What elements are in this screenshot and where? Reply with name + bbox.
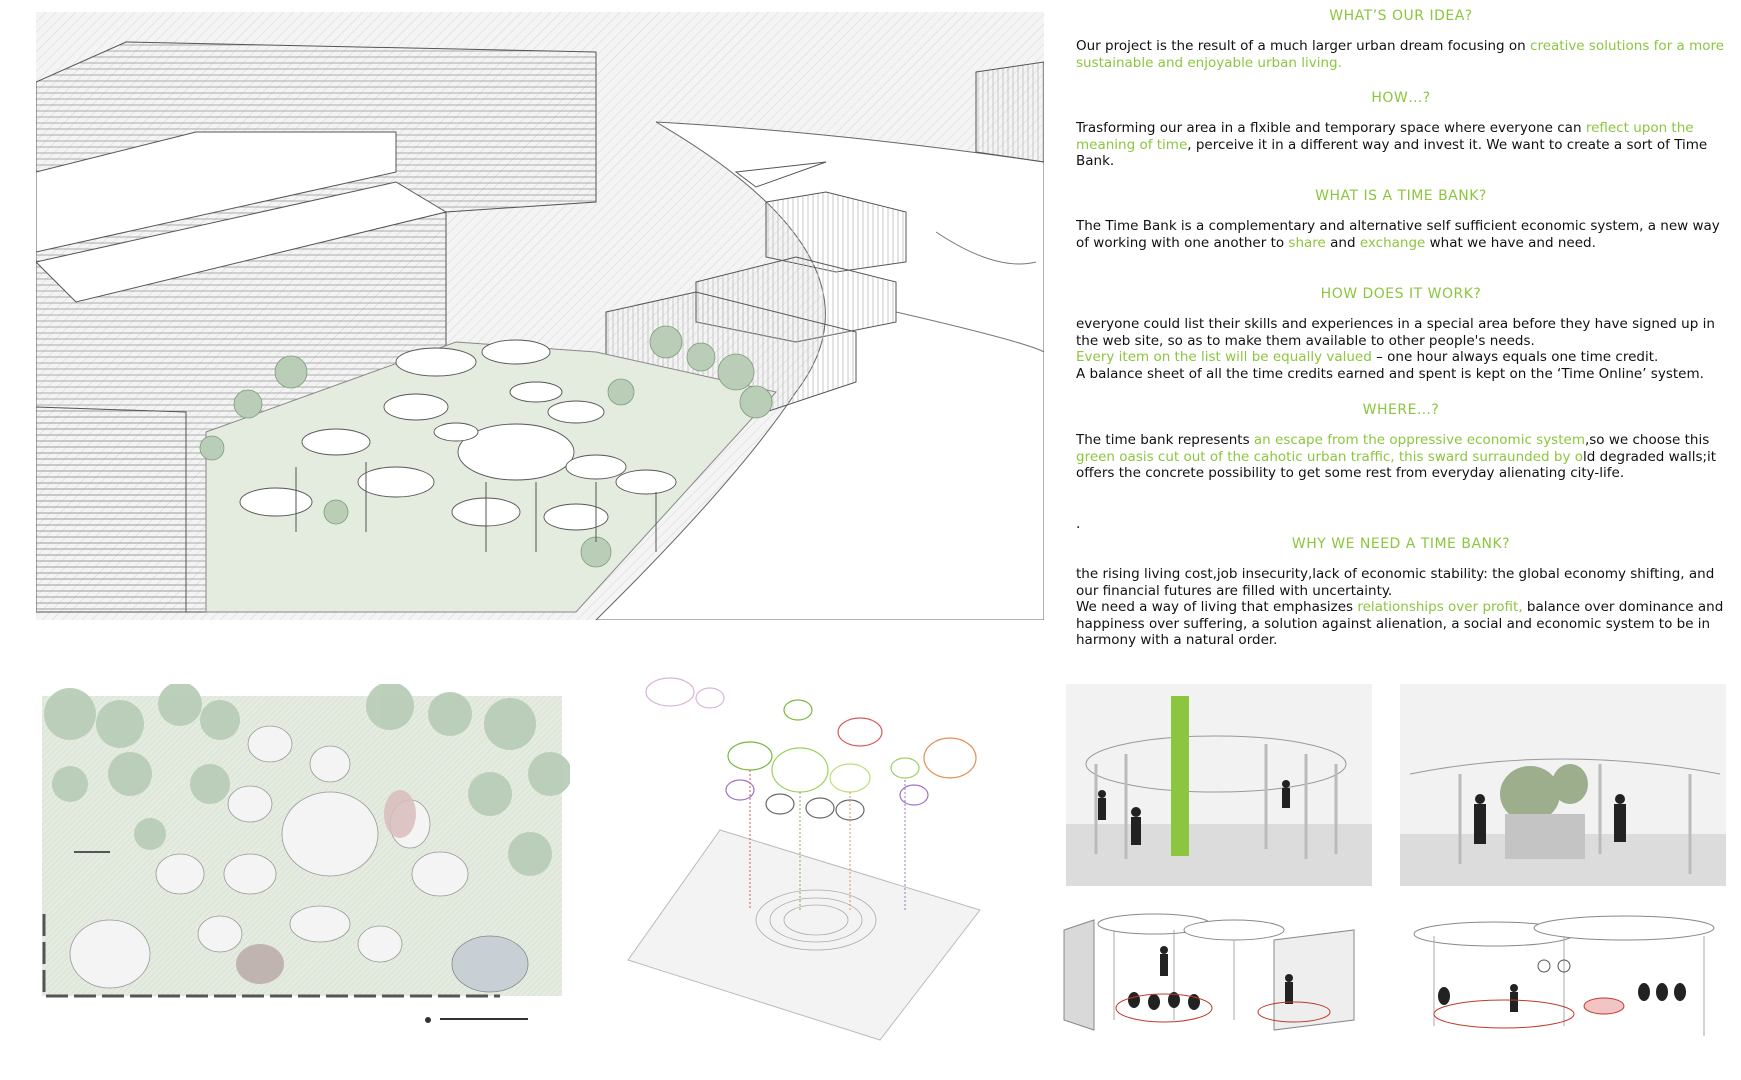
section-body: Our project is the result of a much larg… xyxy=(1076,38,1726,71)
section-heading: HOW DOES IT WORK? xyxy=(1320,286,1482,302)
section-body: The Time Bank is a complementary and alt… xyxy=(1076,218,1726,251)
scene-time-bank xyxy=(1066,684,1372,886)
section-idea: WHAT’S OUR IDEA? Our project is the resu… xyxy=(1076,8,1726,71)
body-text: the rising living cost,job insecurity,la… xyxy=(1076,566,1715,599)
highlight-text: Every item on the list will be equally v… xyxy=(1076,349,1372,365)
section-heading: HOW…? xyxy=(1371,90,1431,106)
aerial-drawing xyxy=(36,12,1044,620)
axo-drawing xyxy=(627,677,981,1041)
highlight-text: relationships over profit, xyxy=(1357,599,1523,615)
body-text: ,so we choose this xyxy=(1584,432,1710,448)
body-text: Trasforming our area in a flxible and te… xyxy=(1076,120,1586,136)
body-text: The time bank represents xyxy=(1076,432,1254,448)
scene-drawing xyxy=(1066,696,1372,886)
body-text: – one hour always equals one time credit… xyxy=(1371,349,1659,365)
aerial-perspective xyxy=(36,12,1044,620)
highlight-text: green oasis cut out of the cahotic urban… xyxy=(1076,448,1584,465)
stray-dot: . xyxy=(1076,516,1081,532)
scene-drawing xyxy=(1400,758,1726,886)
body-text: ld degraded walls;it offers the concrete… xyxy=(1076,448,1717,482)
body-text: what we have and need. xyxy=(1425,234,1596,251)
scene-gym xyxy=(1404,906,1730,1046)
body-text: The Time Bank is a complementary and alt… xyxy=(1076,218,1720,251)
body-text: and xyxy=(1325,234,1360,251)
section-body: everyone could list their skills and exp… xyxy=(1076,316,1726,382)
section-body: The time bank represents an escape from … xyxy=(1076,432,1726,482)
scene-drawing xyxy=(1413,915,1715,1036)
highlight-text: exchange xyxy=(1359,234,1426,251)
section-why: WHY WE NEED A TIME BANK? the rising livi… xyxy=(1076,536,1726,649)
section-how-work: HOW DOES IT WORK? everyone could list th… xyxy=(1076,286,1726,382)
section-where: WHERE…? The time bank represents an esca… xyxy=(1076,402,1726,482)
body-text: , perceive it in a different way and inv… xyxy=(1076,136,1708,170)
section-what-is: WHAT IS A TIME BANK? The Time Bank is a … xyxy=(1076,188,1726,251)
section-heading: WHAT IS A TIME BANK? xyxy=(1315,188,1487,204)
scene-theatre xyxy=(1054,900,1358,1040)
body-text: A balance sheet of all the time credits … xyxy=(1076,365,1704,382)
highlight-text: an escape from the oppressive economic s… xyxy=(1253,432,1585,448)
section-body: Trasforming our area in a flxible and te… xyxy=(1076,120,1726,170)
plan-drawing xyxy=(42,684,570,1023)
body-text: balance over dominance and happiness ove… xyxy=(1076,599,1724,648)
scene-drawing xyxy=(1063,913,1355,1031)
highlight-text: share xyxy=(1288,234,1326,251)
section-how: HOW…? Trasforming our area in a flxible … xyxy=(1076,90,1726,170)
highlight-text: creative solutions for a more sustainabl… xyxy=(1076,38,1725,71)
body-text: Our project is the result of a much larg… xyxy=(1076,38,1531,54)
scene-garden xyxy=(1400,684,1726,886)
site-plan xyxy=(30,684,570,1028)
section-heading: WHERE…? xyxy=(1362,402,1440,418)
highlight-text: reflect upon the meaning of time xyxy=(1076,120,1694,153)
body-text: everyone could list their skills and exp… xyxy=(1076,316,1715,349)
exploded-axonometric xyxy=(620,670,990,1048)
section-heading: WHAT’S OUR IDEA? xyxy=(1329,8,1473,24)
section-heading: WHY WE NEED A TIME BANK? xyxy=(1291,536,1511,552)
section-body: the rising living cost,job insecurity,la… xyxy=(1076,566,1726,649)
body-text: We need a way of living that emphasizes xyxy=(1076,599,1358,615)
